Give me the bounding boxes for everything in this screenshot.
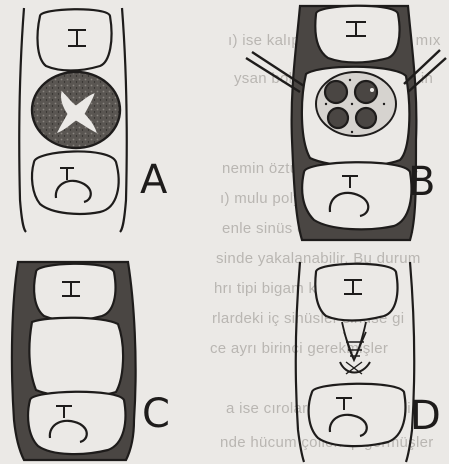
panel-label-a: A: [140, 160, 167, 200]
panel-label-c: C: [142, 394, 170, 434]
panel-a-diagram: [19, 8, 127, 232]
panel-label-b: B: [408, 162, 435, 202]
panel-label-d: D: [410, 396, 441, 436]
panel-c-diagram: [12, 262, 136, 460]
panel-d-diagram: [296, 262, 414, 462]
